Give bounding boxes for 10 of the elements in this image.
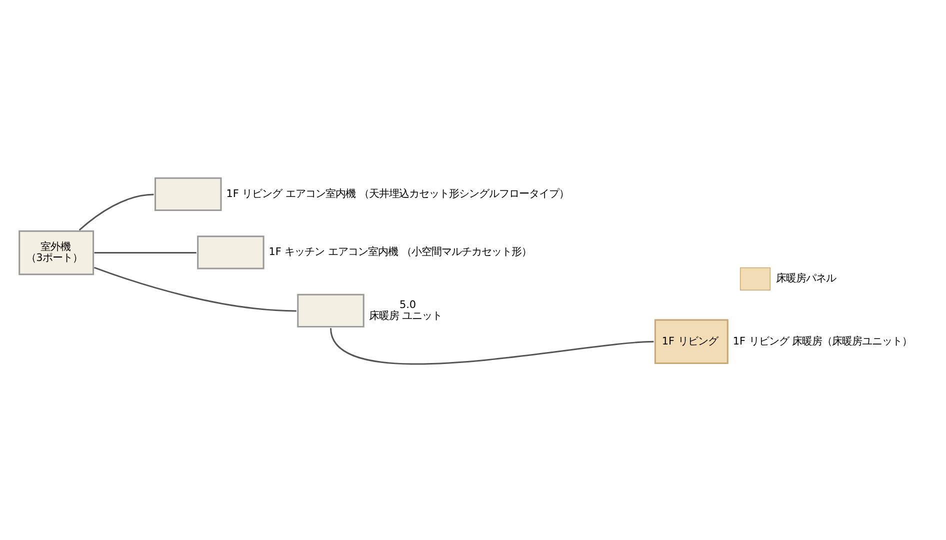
connector xyxy=(330,327,654,364)
node-label: 1F キッチン エアコン室内機 （小空間マルチカセット形） xyxy=(268,246,532,258)
node-label: 1F リビング 床暖房（床暖房ユニット） xyxy=(732,334,912,347)
node-label: 5.0 xyxy=(399,298,416,310)
connector xyxy=(94,266,296,312)
legend-label: 床暖房パネル xyxy=(776,272,836,284)
connector xyxy=(78,193,154,230)
node-label: 1F リビング エアコン室内機 （天井埋込カセット形シングルフロータイプ） xyxy=(226,187,569,200)
node-label: 床暖房 ユニット xyxy=(368,310,442,322)
connector xyxy=(94,252,196,254)
